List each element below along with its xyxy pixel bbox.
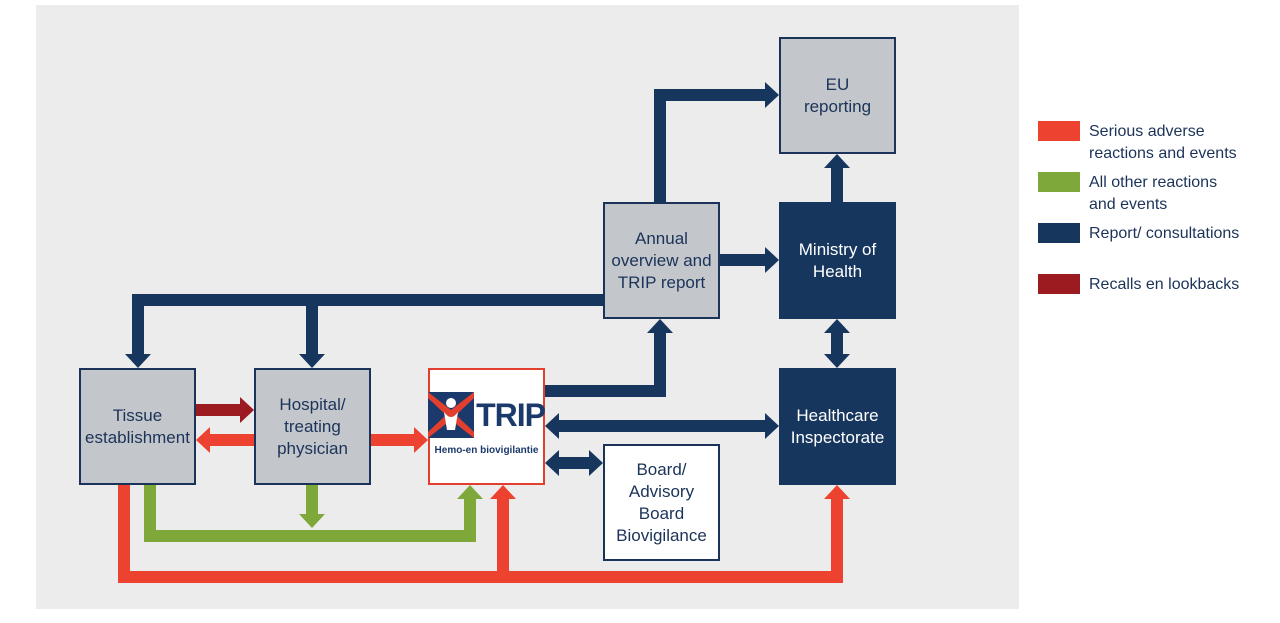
arrowhead-trip-left [545, 413, 559, 439]
arrow-annual-to-tissue [132, 294, 603, 354]
arrowhead-healthcare-down [824, 354, 850, 368]
trip-emblem-icon [428, 391, 475, 438]
legend-label-recalls: Recalls en lookbacks [1089, 276, 1240, 293]
trip-logo-box: TRIP Hemo-en biovigilantie [428, 368, 546, 485]
arrowhead-serious-to-healthcare [824, 485, 850, 499]
arrowhead-annual-to-hospital [299, 354, 325, 368]
arrowhead-trip-to-annual [647, 319, 673, 333]
arrowhead-ministry-to-eu [824, 154, 850, 168]
arrowhead-annual-to-eu [765, 82, 779, 108]
arrowhead-other-to-trip [457, 485, 483, 499]
legend-label-report: Report/ consultations [1089, 225, 1240, 242]
tissue-establishment-box: Tissue establishment [79, 368, 196, 485]
arrowhead-recall [240, 397, 254, 423]
legend-item-other: All other reactions and events [1038, 172, 1217, 216]
legend-item-serious: Serious adverse reactions and events [1038, 121, 1237, 165]
ministry-of-health-box: Ministry of Health [779, 202, 896, 319]
legend-swatch-serious [1038, 121, 1080, 141]
hospital-physician-box: Hospital/ treating physician [254, 368, 371, 485]
eu-reporting-box: EU reporting [779, 37, 896, 154]
annual-overview-box: Annual overview and TRIP report [603, 202, 720, 319]
arrowhead-board-right [589, 450, 603, 476]
arrowhead-annual-to-ministry [765, 247, 779, 273]
legend-label-serious: Serious adverse reactions and events [1089, 123, 1237, 162]
trip-logo-text: TRIP [476, 396, 546, 433]
trip-tagline: Hemo-en biovigilantie [434, 444, 539, 456]
arrowhead-serious-to-trip [490, 485, 516, 499]
legend-swatch-other [1038, 172, 1080, 192]
arrow-serious-to-healthcare [118, 485, 843, 583]
arrowhead-other-hospital-down [299, 514, 325, 528]
arrowhead-hospital-to-trip [414, 427, 428, 453]
arrow-trip-to-annual [545, 333, 666, 397]
healthcare-inspectorate-box: Healthcare Inspectorate [779, 368, 896, 485]
board-advisory-box: Board/ Advisory Board Biovigilance [603, 444, 720, 561]
trip-logo: TRIP [428, 391, 546, 438]
arrow-annual-to-eu [654, 89, 765, 202]
arrowhead-annual-to-tissue [125, 354, 151, 368]
arrowhead-hospital-to-tissue [196, 427, 210, 453]
legend-swatch-report [1038, 223, 1080, 243]
legend-swatch-recalls [1038, 274, 1080, 294]
arrowhead-ministry-up [824, 319, 850, 333]
arrowhead-trip-board-left [545, 450, 559, 476]
legend-label-other: All other reactions and events [1089, 174, 1218, 213]
arrowhead-healthcare-right [765, 413, 779, 439]
legend-item-report: Report/ consultations [1038, 223, 1239, 245]
legend-item-recalls: Recalls en lookbacks [1038, 274, 1239, 296]
arrow-other-tissue-to-trip [144, 485, 476, 542]
